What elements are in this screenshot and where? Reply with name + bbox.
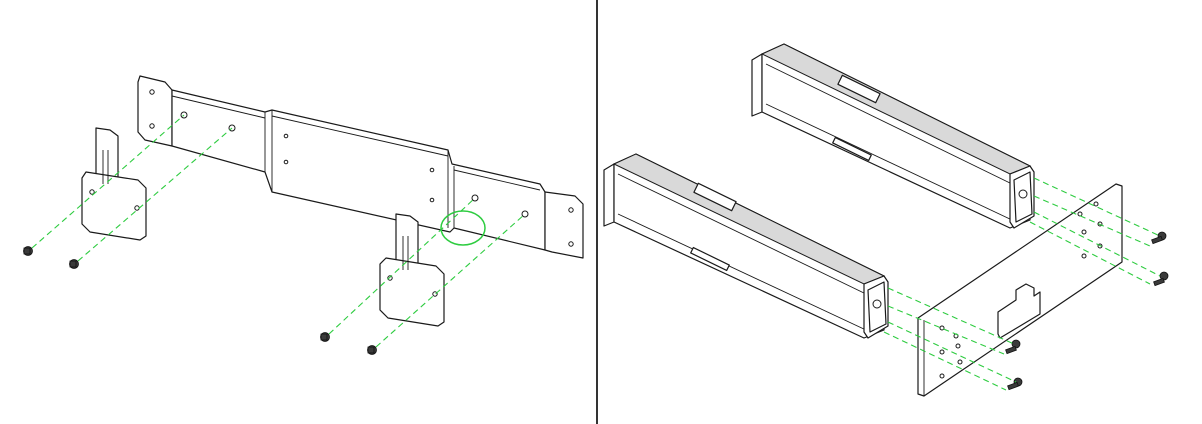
bracket-right-flange (544, 191, 584, 259)
speaker-lower (603, 153, 889, 339)
screw (1005, 339, 1021, 355)
bracket-main-plate (171, 89, 546, 251)
screw (23, 246, 33, 256)
hook-tab-left (81, 127, 147, 241)
left-panel (23, 75, 584, 355)
right-panel (603, 43, 1169, 397)
assembly-guide-line (887, 287, 1015, 345)
assembly-guide-line (1033, 177, 1161, 237)
assembly-guide-line (328, 197, 476, 335)
assembly-guide-line (1033, 211, 1161, 277)
assembly-guide-line (1033, 195, 1151, 247)
assembly-guide-line (887, 305, 1005, 355)
assembly-guide-line (77, 127, 233, 262)
side-mounting-plate (917, 183, 1123, 397)
speaker-upper (751, 43, 1035, 229)
wall-bracket (137, 75, 584, 259)
assembly-guide-line (31, 114, 185, 249)
detail-highlight-circle (440, 210, 486, 246)
screw (320, 332, 330, 342)
assembly-guide-line (883, 331, 1007, 391)
assembly-guide-line (1029, 221, 1151, 285)
screw (1151, 231, 1167, 245)
assembly-lines-right (883, 177, 1161, 391)
assembly-guide-line (887, 321, 1017, 383)
bracket-left-flange (137, 75, 173, 147)
screw (1007, 377, 1023, 391)
screw (367, 345, 377, 355)
bracket-hole (471, 194, 479, 202)
screw (1153, 271, 1169, 287)
assembly-lines-left (31, 114, 526, 348)
hook-tab-right (379, 213, 445, 327)
bracket-hole (521, 210, 529, 218)
screw (69, 259, 79, 269)
assembly-guide-line (375, 213, 526, 348)
